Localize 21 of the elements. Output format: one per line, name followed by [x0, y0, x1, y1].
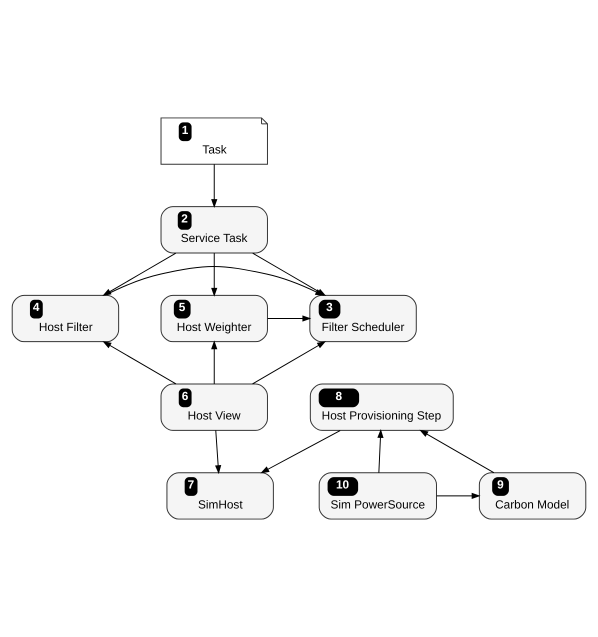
arrow: [267, 315, 312, 322]
node-box: 9 Carbon Model: [478, 472, 586, 520]
arrow: [211, 164, 218, 208]
arrow: [211, 252, 218, 297]
node-box: 8 Host Provisioning Step: [310, 384, 454, 431]
node-box: 2 Service Task: [160, 206, 268, 254]
arrow: [252, 341, 326, 384]
arrow: [377, 429, 384, 474]
arrow: [104, 266, 324, 296]
arrow: [260, 430, 341, 474]
node-box: 5 Host Weighter: [160, 294, 268, 342]
node-box: 6 Host View: [160, 384, 268, 431]
arrow: [102, 341, 177, 384]
arrow: [419, 430, 494, 474]
arrow: [211, 340, 218, 384]
node-box: 3 Filter Scheduler: [309, 294, 417, 342]
node-box: 4 Host Filter: [12, 294, 120, 342]
node-box: 7 SimHost: [166, 472, 274, 520]
arrow: [436, 492, 481, 499]
arrow: [215, 430, 222, 474]
node-box: 10 Sim PowerSource: [318, 472, 437, 520]
